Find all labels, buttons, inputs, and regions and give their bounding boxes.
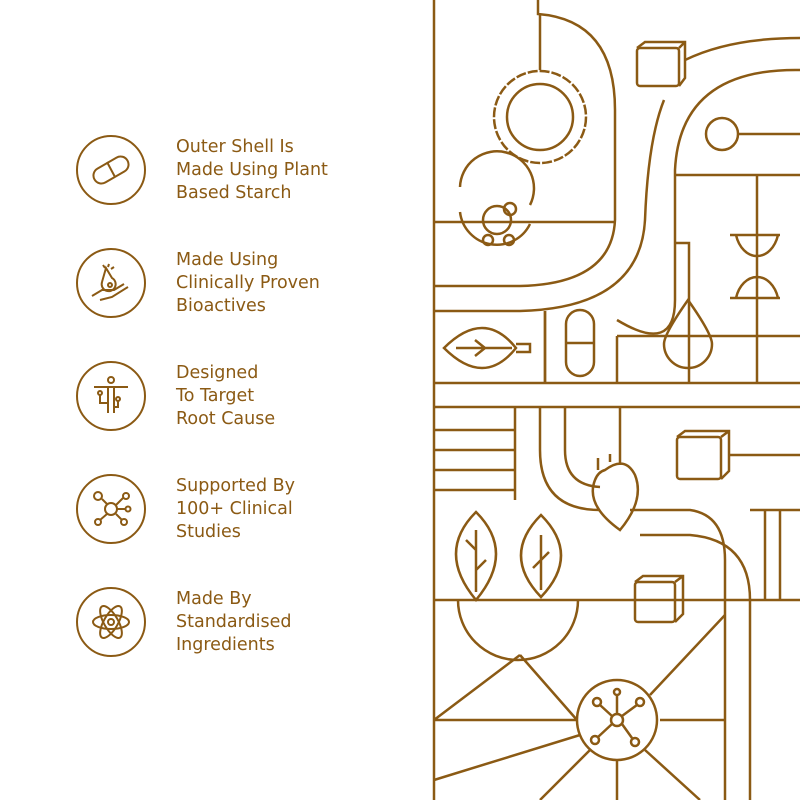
capsule-icon: [76, 135, 146, 205]
feature-root-cause: Designed To Target Root Cause: [76, 361, 275, 431]
feature-clinical-studies: Supported By 100+ Clinical Studies: [76, 474, 295, 544]
atom-icon: [76, 587, 146, 657]
circle-icon: [704, 116, 740, 152]
feature-bioactives: Made Using Clinically Proven Bioactives: [76, 248, 320, 318]
bowl-icon: [456, 599, 580, 662]
hourglass-icon: [730, 233, 780, 300]
feature-text: Made Using Clinically Proven Bioactives: [176, 249, 320, 316]
heart-icon: [591, 454, 640, 532]
leaf-icon: [519, 513, 563, 599]
feature-text: Supported By 100+ Clinical Studies: [176, 475, 295, 542]
feature-plant-starch: Outer Shell Is Made Using Plant Based St…: [76, 135, 328, 205]
molecule-network-icon: [575, 678, 659, 762]
leaf-icon: [442, 326, 532, 370]
body-target-icon: [76, 361, 146, 431]
hand-flask-icon: [76, 248, 146, 318]
capsule-icon: [564, 308, 596, 378]
network-icon: [76, 474, 146, 544]
cube-icon: [635, 40, 687, 88]
drop-icon: [662, 297, 714, 370]
feature-text: Outer Shell Is Made Using Plant Based St…: [176, 136, 328, 203]
feature-standardised: Made By Standardised Ingredients: [76, 587, 291, 657]
leaf-icon: [454, 510, 498, 602]
feature-text: Designed To Target Root Cause: [176, 362, 276, 429]
cube-icon: [633, 574, 685, 624]
cube-icon: [675, 429, 731, 481]
feature-text: Made By Standardised Ingredients: [176, 588, 292, 655]
flower-icon: [492, 69, 588, 165]
molecule-cycle-icon: [458, 150, 536, 247]
